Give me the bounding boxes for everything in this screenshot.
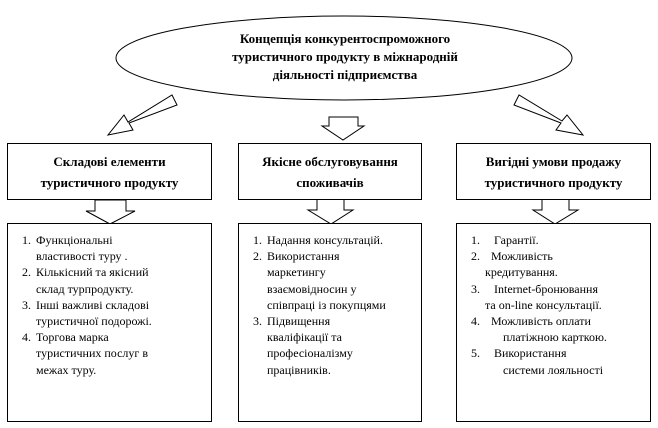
service-header-line-1: Якісне обслуговування [262,153,398,169]
components-header-line-1: Складові елементи [53,153,166,169]
components-header-line-2: туристичного продукту [40,174,179,190]
list-item: Надання консультацій. [265,232,415,248]
concept-line-3: діяльності підприємства [272,67,418,82]
item-line: професіоналізму [267,346,353,361]
concept-oval [115,15,573,101]
list-item: Використання системи лояльності [483,345,644,377]
item-line: співпраці із покупцями [267,297,386,312]
concept-line-2: туристичного продукту в міжнародній [232,49,458,64]
item-line: Internet-бронювання [485,281,598,296]
item-line: кваліфікації та [267,330,342,345]
item-line: та on-line консультації. [485,297,602,312]
list-item: Використання маркетингу взаємовідносин у… [265,248,415,313]
list-item: Функціональні властивості туру . [34,232,205,264]
item-line: Використання [485,346,567,361]
list-item: Гарантії. [483,232,644,248]
components-list-box: Функціональні властивості туру . Кількіс… [7,223,212,422]
arrow-down-right-icon [531,198,580,225]
item-line: кредитування. [485,265,558,280]
sales-header-box: Вигідні умови продажу туристичного проду… [456,143,651,200]
item-line: властивості туру . [36,249,128,264]
item-line: Гарантії. [485,233,539,247]
item-line: взаємовідносин у [267,281,357,296]
list-item: Інші важливі складові туристичної подоро… [34,297,205,329]
sales-list-box: Гарантії. Можливість кредитування. Inter… [456,223,651,422]
list-item: Кількісний та якісний склад турпродукту. [34,264,205,296]
item-line: Кількісний та якісний [36,265,149,280]
item-line: Використання [267,249,340,264]
arrow-left-icon [106,94,178,136]
item-line: працівників. [267,362,331,377]
arrow-center-icon [320,116,366,141]
item-line: Торгова марка [36,330,109,345]
components-header-box: Складові елементи туристичного продукту [7,143,212,200]
arrow-right-icon [513,94,585,136]
list-item: Можливість оплати платіжною карткою. [483,313,644,345]
service-header-box: Якісне обслуговування споживачів [238,143,422,200]
item-line: платіжною карткою. [503,330,607,345]
item-line: Підвищення [267,314,331,329]
list-item: Internet-бронювання та on-line консульта… [483,281,644,313]
item-line: Можливість оплати [485,314,591,329]
item-line: туристичних послуг в [36,346,149,361]
item-line: туристичної подорожі. [36,314,152,329]
item-line: межах туру. [36,362,97,377]
list-item: Можливість кредитування. [483,248,644,280]
service-list-box: Надання консультацій. Використання марке… [238,223,422,422]
item-line: Можливість [485,249,553,264]
item-line: склад турпродукту. [36,281,134,296]
concept-line-1: Концепція конкурентоспроможного [239,31,451,46]
list-item: Підвищення кваліфікації та професіоналіз… [265,313,415,378]
arrow-down-center-icon [306,198,355,225]
item-line: системи лояльності [503,362,604,377]
arrow-down-left-icon [85,199,136,225]
sales-header-line-1: Вигідні умови продажу [485,153,622,169]
sales-header-line-2: туристичного продукту [484,174,623,190]
item-line: Надання консультацій. [267,233,383,247]
list-item: Торгова марка туристичних послуг в межах… [34,329,205,378]
item-line: Функціональні [36,233,113,247]
item-line: Інші важливі складові [36,297,150,312]
service-header-line-2: споживачів [296,174,364,190]
concept-title: Концепція конкурентоспроможного туристич… [195,30,495,84]
item-line: маркетингу [267,265,326,280]
